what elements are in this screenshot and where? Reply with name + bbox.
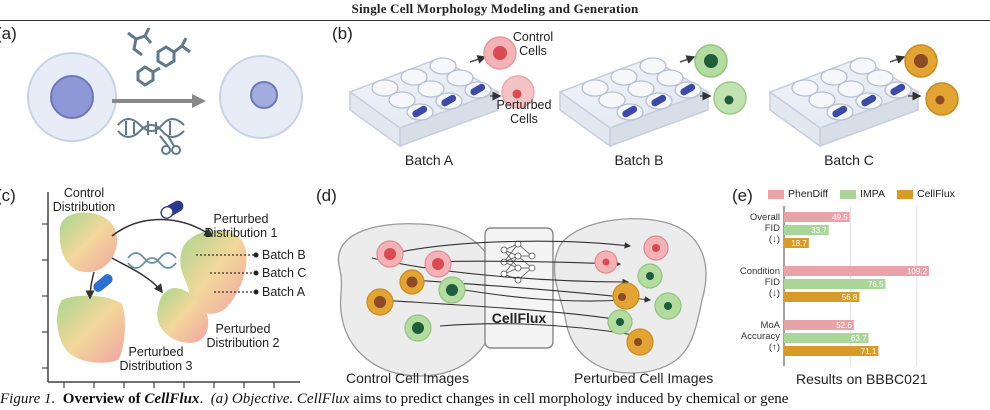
perturbed-distribution-2-label: Perturbed Distribution 2 [206, 322, 280, 350]
dna-icon [127, 252, 177, 269]
page-header: Single Cell Morphology Modeling and Gene… [0, 0, 990, 21]
panel-b [348, 36, 959, 148]
bar-impa [784, 225, 829, 235]
caption-text: aims to predict changes in cell morpholo… [353, 391, 789, 407]
panel-a [27, 27, 303, 155]
perturbed-cell-images-label: Perturbed Cell Images [574, 370, 714, 386]
caption-figure: Figure 1. [0, 391, 56, 407]
figure-caption: Figure 1. Overview of CellFlux. (a) Obje… [0, 391, 789, 407]
control-distribution-label: Control Distribution [52, 186, 116, 214]
legend-swatch-cellflux [897, 189, 913, 199]
batch-a-label: Batch A [404, 152, 454, 168]
c-batch-a-label: Batch A [262, 285, 306, 299]
perturbed-cells-label: Perturbed Cells [496, 98, 552, 126]
control-nucleus-a [493, 46, 507, 60]
legend-swatch-impa [840, 189, 857, 199]
caption-objective: (a) Objective. [210, 391, 294, 407]
panel-b-label: (b) [332, 24, 353, 43]
bar-cellflux [784, 238, 809, 248]
bar-phendiff [784, 212, 850, 222]
legend-phendiff-label: PhenDiff [788, 188, 829, 200]
caption-name-2: CellFlux [296, 391, 350, 407]
caption-title: Overview of [62, 391, 141, 407]
data-label: 63.7 [851, 334, 867, 343]
bar-cellflux [784, 346, 879, 356]
panel-c-label: (c) [0, 186, 16, 205]
pill-icon [93, 200, 184, 292]
data-label: 56.8 [842, 293, 858, 302]
panel-d-label: (d) [316, 186, 337, 205]
perturbed-distribution-2-blob [157, 288, 209, 343]
panel-c [42, 192, 300, 388]
page-header-title: Single Cell Morphology Modeling and Gene… [351, 1, 639, 16]
legend-impa-label: IMPA [860, 188, 885, 200]
results-footer: Results on BBBC021 [796, 371, 928, 387]
panel-e-label: (e) [732, 186, 753, 205]
plate-batch-b [558, 57, 710, 148]
data-label: 18.7 [791, 239, 807, 248]
bar-impa [784, 279, 886, 289]
legend-cellflux: CellFlux [897, 188, 955, 200]
perturbed-nucleus [250, 81, 278, 109]
caption-name: CellFlux [144, 391, 200, 407]
control-distribution-blob [59, 212, 118, 273]
batch-c-label: Batch C [824, 152, 874, 168]
chart-legend: PhenDiff IMPA CellFlux [768, 188, 955, 200]
data-label: 109.2 [907, 267, 928, 276]
plate-batch-a [348, 57, 500, 148]
control-nucleus [50, 75, 94, 119]
bar-cellflux [784, 292, 860, 302]
data-label: 71.1 [861, 347, 877, 356]
legend-swatch-phendiff [768, 189, 784, 199]
data-label: 33.7 [811, 226, 827, 235]
data-label: 49.5 [832, 213, 848, 222]
cellflux-model-label: CellFlux [491, 310, 547, 326]
control-cells-label: Control Cells [512, 30, 554, 58]
perturbed-distribution-1-label: Perturbed Distribution 1 [204, 212, 278, 240]
data-label: 52.6 [836, 321, 852, 330]
perturbed-distribution-3-blob [57, 295, 125, 363]
panel-d [337, 218, 707, 377]
c-batch-b-label: Batch B [262, 248, 306, 262]
dna-icon [117, 118, 185, 138]
pill-icon [412, 83, 486, 118]
plate-batch-c [768, 57, 920, 148]
batch-b-label: Batch B [614, 152, 664, 168]
bar-phendiff [784, 266, 929, 276]
bar-impa [784, 333, 869, 343]
control-cell-images-label: Control Cell Images [346, 370, 469, 386]
perturbed-distribution-3-label: Perturbed Distribution 3 [119, 345, 193, 373]
perturbed-distribution-1-blob [180, 230, 247, 314]
control-cluster [337, 223, 499, 377]
molecule-icon [127, 27, 191, 87]
bar-phendiff [784, 320, 854, 330]
data-label: 76.5 [868, 280, 884, 289]
c-batch-c-label: Batch C [262, 266, 307, 280]
legend-cellflux-label: CellFlux [917, 188, 955, 200]
panel-a-label: (a) [0, 24, 17, 43]
scissors-icon [159, 135, 181, 155]
legend-phendiff: PhenDiff [768, 188, 828, 200]
legend-impa: IMPA [840, 188, 885, 200]
